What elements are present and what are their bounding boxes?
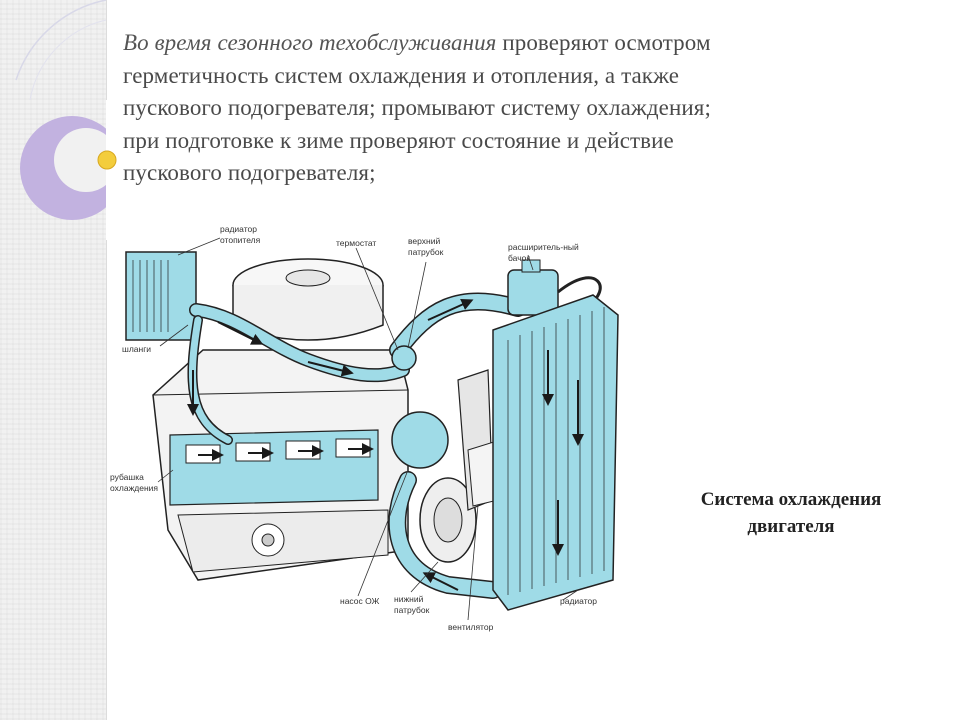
label-cooling-jacket-2: охлаждения	[110, 483, 158, 493]
water-pump	[391, 411, 477, 563]
air-filter	[232, 258, 384, 341]
diagram-caption: Система охлаждения двигателя	[660, 486, 922, 540]
label-hoses: шланги	[122, 344, 151, 354]
cooling-jacket	[169, 429, 379, 506]
label-thermostat: термостат	[336, 238, 376, 248]
engine-cooling-diagram: радиатор отопителя термостат верхний пат…	[110, 224, 619, 632]
paragraph-line-2: герметичность систем охлаждения и отопле…	[123, 62, 680, 88]
label-lower-hose-2: патрубок	[394, 605, 430, 615]
body-paragraph: Во время сезонного техобслуживания прове…	[123, 27, 923, 190]
yellow-dot-icon	[97, 150, 117, 170]
paragraph-line-4: при подготовке к зиме проверяют состояни…	[123, 127, 674, 153]
thermostat	[391, 345, 417, 371]
label-upper-hose-2: патрубок	[408, 247, 444, 257]
label-expansion-tank-1: расширитель-ный	[508, 242, 579, 252]
label-fan: вентилятор	[448, 622, 494, 632]
fan	[457, 369, 501, 511]
label-heater-radiator-2: отопителя	[220, 235, 261, 245]
heater-radiator	[125, 251, 197, 341]
label-lower-hose-1: нижний	[394, 594, 424, 604]
paragraph-line-3: пускового подогревателя; промывают систе…	[123, 95, 711, 120]
label-upper-hose-1: верхний	[408, 236, 440, 246]
engine-block	[152, 349, 409, 581]
caption-line-2: двигателя	[747, 516, 835, 537]
coolant-hoses	[187, 292, 527, 599]
paragraph-line-5: пускового подогревателя;	[123, 160, 376, 185]
flow-arrows	[187, 298, 584, 591]
paragraph-line-1: проверяют осмотром	[496, 30, 711, 55]
decorative-circle-ornament	[15, 0, 140, 240]
label-pump: насос ОЖ	[340, 596, 380, 606]
caption-line-1: Система охлаждения	[700, 489, 882, 510]
italic-intro: Во время сезонного техобслуживания	[123, 30, 497, 55]
label-radiator: радиатор	[560, 596, 597, 606]
label-heater-radiator-1: радиатор	[220, 224, 257, 234]
label-leaders	[157, 237, 579, 621]
main-radiator	[492, 294, 619, 611]
label-cooling-jacket-1: рубашка	[110, 472, 144, 482]
label-expansion-tank-2: бачок	[508, 253, 530, 263]
